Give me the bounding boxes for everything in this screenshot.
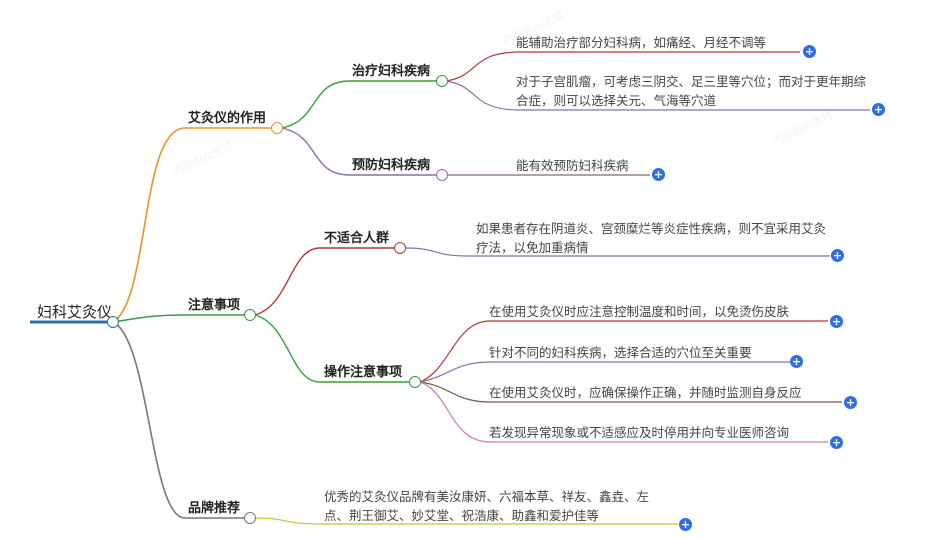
subbranch-treat[interactable]: 治疗妇科疾病 xyxy=(352,64,431,79)
root-node[interactable]: 妇科艾灸仪 xyxy=(37,303,113,321)
expand-plus-icon[interactable]: + xyxy=(790,355,803,368)
expand-plus-icon[interactable]: + xyxy=(803,45,816,58)
expand-plus-icon[interactable]: + xyxy=(652,168,665,181)
leaf-unsuitable-1[interactable]: 如果患者存在阴道炎、宫颈糜烂等炎症性疾病，则不宜采用艾灸疗法，以免加重病情 xyxy=(476,221,827,255)
leaf-operation-1[interactable]: 在使用艾灸仪时应注意控制温度和时间，以免烫伤皮肤 xyxy=(489,304,790,319)
subbranch-unsuitable-toggle[interactable] xyxy=(394,242,406,254)
branch-brands[interactable]: 品牌推荐 xyxy=(188,501,241,516)
subbranch-prevent[interactable]: 预防妇科疾病 xyxy=(352,158,431,173)
leaf-operation-3[interactable]: 在使用艾灸仪时，应确保操作正确，并随时监测自身反应 xyxy=(489,385,802,400)
subbranch-operation-toggle[interactable] xyxy=(409,376,421,388)
subbranch-treat-toggle[interactable] xyxy=(436,75,448,87)
expand-plus-icon[interactable]: + xyxy=(844,396,857,409)
expand-plus-icon[interactable]: + xyxy=(830,315,843,328)
subbranch-unsuitable[interactable]: 不适合人群 xyxy=(324,231,390,246)
branch-effects-toggle[interactable] xyxy=(271,122,283,134)
expand-plus-icon[interactable]: + xyxy=(872,103,885,116)
expand-plus-icon[interactable]: + xyxy=(831,249,844,262)
leaf-treat-2[interactable]: 对于子宫肌瘤，可考虑三阴交、足三里等穴位；而对于更年期综合症，则可以选择关元、气… xyxy=(516,74,867,108)
branch-effects[interactable]: 艾灸仪的作用 xyxy=(188,111,267,126)
leaf-prevent-1[interactable]: 能有效预防妇科疾病 xyxy=(516,158,629,173)
branch-precautions-toggle[interactable] xyxy=(244,309,256,321)
branch-brands-toggle[interactable] xyxy=(244,512,256,524)
leaf-operation-2[interactable]: 针对不同的妇科疾病，选择合适的穴位至关重要 xyxy=(489,345,752,360)
subbranch-prevent-toggle[interactable] xyxy=(436,169,448,181)
subbranch-operation[interactable]: 操作注意事项 xyxy=(324,365,403,380)
expand-plus-icon[interactable]: + xyxy=(679,518,692,531)
expand-plus-icon[interactable]: + xyxy=(830,436,843,449)
branch-precautions[interactable]: 注意事项 xyxy=(188,298,241,313)
leaf-treat-1[interactable]: 能辅助治疗部分妇科病，如痛经、月经不调等 xyxy=(516,35,767,50)
leaf-brands-1[interactable]: 优秀的艾灸仪品牌有美汝康妍、六福本草、祥友、鑫垚、左点、荆王御艾、妙艾堂、祝浩康… xyxy=(324,489,650,523)
leaf-operation-4[interactable]: 若发现异常现象或不适感应及时停用并向专业医师咨询 xyxy=(489,425,790,440)
root-collapse-toggle[interactable] xyxy=(107,316,119,328)
